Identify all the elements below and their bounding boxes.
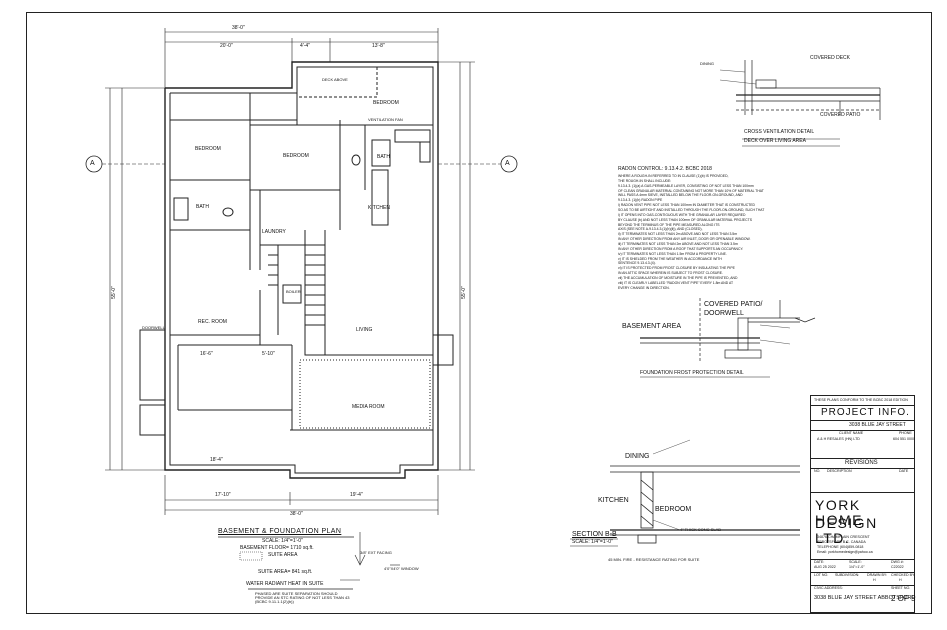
radon-title: RADON CONTROL: 9.13.4.2. BCBC 2018: [618, 166, 712, 172]
tb-civic-lbl: CIVIC ADDRESS:: [814, 586, 843, 590]
tb-addr-2: ABBOTSFORD B.C. CANADA: [817, 540, 866, 544]
tb-rev-date: DATE: [899, 469, 909, 473]
tb-client-hdr: CLIENT NAME: [839, 431, 864, 435]
room-kitchen: KITCHEN: [368, 205, 390, 211]
tb-company-1: YORK HOME: [815, 497, 863, 529]
dim-bottom-total: 38'-0": [290, 511, 303, 517]
tb-conform: THESE PLANS CONFORM TO THE BCBC 2018 EDI…: [814, 398, 908, 402]
room-bedroom-3: BEDROOM: [283, 153, 309, 159]
room-rec: REC. ROOM: [198, 319, 227, 325]
dim-top-2: 4'-4": [300, 43, 310, 49]
window-note: 4'0"X4'0" WINDOW: [384, 566, 419, 571]
sec-title: SECTION B-B: [572, 531, 617, 538]
tb-sheet-lbl: SHEET NO.: [891, 586, 911, 590]
plan-area: BASEMENT FLOOR= 1710 sq.ft.: [240, 545, 314, 551]
room-bath-1: BATH: [196, 204, 209, 210]
tb-rev-no: NO.: [814, 469, 821, 473]
tb-checked-val: H: [899, 578, 902, 582]
cv-title: CROSS VENTILATION DETAIL: [744, 129, 815, 135]
tb-phone: 604 551 0000: [893, 437, 915, 441]
tb-dwg-val: C22022: [891, 565, 904, 569]
radon-notes: WHERE A ROUGH-IN REFERRED TO IN CLAUSE (…: [618, 174, 765, 290]
stc-note: PHASED ARE SUITE SEPARATION SHOULD PROVI…: [255, 591, 350, 604]
room-bath-2: BATH: [377, 154, 390, 160]
tb-dwg-lbl: DWG #:: [891, 560, 904, 564]
suite-area-label: SUITE AREA: [268, 552, 298, 558]
room-bedroom-1: BEDROOM: [373, 100, 399, 106]
tb-scale-val: 1/4"=1'-0": [849, 565, 865, 569]
tb-date-val: AUG 25 2022: [814, 565, 836, 569]
dim-right-total: 55'-0": [460, 286, 467, 299]
dim-top-1: 20'-0": [220, 43, 233, 49]
dim-bottom-1: 17'-10": [215, 492, 231, 498]
sec-bedroom: BEDROOM: [655, 506, 692, 513]
frost-doorwell: DOORWELL: [704, 310, 744, 317]
tb-date-lbl: DATE:: [814, 560, 825, 564]
room-living: LIVING: [356, 327, 373, 333]
cv-covered-deck: COVERED DECK: [810, 55, 851, 61]
dim-mid-2: 5'-10": [262, 351, 275, 357]
room-media: MEDIA ROOM: [352, 404, 385, 410]
suite-area: SUITE AREA= 841 sq.ft.: [258, 569, 313, 575]
sec-scale: SCALE: 1/4"=1'-0": [572, 539, 613, 545]
tb-sub-lbl: SUBDIVISION:: [835, 573, 860, 577]
cv-subtitle: DECK OVER LIVING AREA: [744, 138, 806, 144]
frost-covered: COVERED PATIO/: [704, 301, 763, 308]
section-marker-right: A: [505, 160, 510, 167]
sec-kitchen: KITCHEN: [598, 497, 629, 504]
room-doorwell: DOORWELL: [142, 325, 165, 330]
tb-revisions: REVISIONS: [845, 460, 878, 466]
dim-bottom-2: 19'-4": [350, 492, 363, 498]
room-bedroom-2: BEDROOM: [195, 146, 221, 152]
tb-sheet-val: 2 OF 5: [891, 594, 916, 603]
tb-checked-lbl: CHECKED BY:: [891, 573, 916, 577]
title-block: THESE PLANS CONFORM TO THE BCBC 2018 EDI…: [810, 395, 915, 613]
tb-project-info: PROJECT INFO.: [821, 407, 910, 418]
dim-bottom-3: 18'-4": [210, 457, 223, 463]
room-laundry: LAUNDRY: [262, 229, 286, 235]
deck-above-label: DECK ABOVE: [322, 77, 348, 82]
sec-dining: DINING: [625, 453, 650, 460]
cv-covered-patio: COVERED PATIO: [820, 112, 861, 118]
tb-tel: TELEPHONE (604)859-0818: [817, 545, 864, 549]
vent-fan-label: VENTILATION FAN: [368, 117, 403, 122]
heat-note: WATER RADIANT HEAT IN SUITE: [246, 581, 324, 587]
sheet-border: [26, 12, 932, 614]
tb-address: 3038 BLUE JAY STREET: [849, 422, 906, 428]
cv-dining: DINING: [700, 61, 714, 66]
tb-civic-val: 3038 BLUE JAY STREET ABBOTSFORD: [814, 595, 916, 601]
plan-scale: SCALE: 1/4"=1'-0": [262, 538, 303, 544]
tb-phone-hdr: PHONE: [899, 431, 912, 435]
sec-note: 45 MIN. FIRE - RESISTANCE RATING FOR SUI…: [608, 557, 700, 562]
frost-basement: BASEMENT AREA: [622, 323, 682, 330]
room-boiler: BOILER: [286, 289, 301, 294]
tb-lot-lbl: LOT NO.: [814, 573, 829, 577]
dim-left-total: 55'-0": [110, 286, 117, 299]
tb-company-2: DESIGN LTD.: [815, 515, 878, 547]
tb-client: A & H RESALES (HN) LTD: [817, 437, 860, 441]
section-marker-left: A: [90, 160, 95, 167]
tb-scale-lbl: SCALE:: [849, 560, 862, 564]
ext-facing-note: 3/8" EXT FACING: [360, 550, 392, 555]
plan-title: BASEMENT & FOUNDATION PLAN: [218, 528, 342, 535]
tb-drawn-val: H: [873, 578, 876, 582]
tb-email: Email: yorkhomedesign@yahoo.ca: [817, 550, 873, 554]
tb-addr-1: 34876 CHAMPLAIN CRESCENT: [817, 535, 870, 539]
tb-drawn-lbl: DRAWN BY:: [867, 573, 888, 577]
dim-top-total: 38'-0": [232, 25, 245, 31]
sec-slab: 4" THICK CONC SLAB: [680, 527, 721, 532]
dim-top-3: 13'-8": [372, 43, 385, 49]
tb-rev-desc: DESCRIPTION: [827, 469, 852, 473]
dim-mid-1: 16'-6": [200, 351, 213, 357]
frost-title: FOUNDATION FROST PROTECTION DETAIL: [640, 370, 744, 376]
